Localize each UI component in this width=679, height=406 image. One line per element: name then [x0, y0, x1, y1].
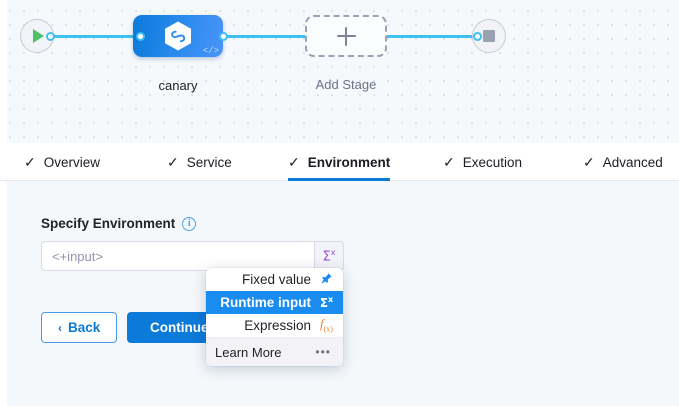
tab-advanced[interactable]: ✓ Advanced	[583, 143, 663, 181]
port-start-output[interactable]	[46, 32, 55, 41]
sigma-icon: Σx	[319, 295, 334, 310]
ellipsis-icon[interactable]: •••	[315, 345, 331, 359]
check-icon: ✓	[583, 154, 595, 170]
specify-environment-input[interactable]	[41, 241, 314, 271]
menu-item-expression[interactable]: Expression f(x)	[206, 314, 343, 337]
stage-node-label: canary	[158, 78, 198, 93]
connector-start-to-canary	[48, 35, 140, 38]
form-actions: ‹ Back Continue	[41, 312, 232, 343]
menu-item-label: Fixed value	[241, 272, 311, 287]
fx-icon: f(x)	[320, 316, 333, 334]
tab-label: Execution	[462, 154, 523, 170]
canvas-left-gutter	[0, 0, 7, 143]
tab-label: Service	[186, 154, 232, 170]
tab-service[interactable]: ✓ Service	[167, 143, 232, 181]
stage-node-canary[interactable]: </>	[133, 15, 223, 57]
check-icon: ✓	[24, 154, 36, 170]
stop-icon	[483, 30, 495, 42]
learn-more-row[interactable]: Learn More •••	[206, 337, 343, 366]
learn-more-label: Learn More	[215, 344, 282, 360]
connector-canary-to-addstage	[222, 35, 314, 38]
tab-execution[interactable]: ✓ Execution	[443, 143, 522, 181]
menu-item-label: Runtime input	[220, 295, 311, 310]
tab-label: Advanced	[602, 154, 663, 170]
add-stage-label: Add Stage	[315, 77, 377, 92]
stage-code-badge: </>	[202, 46, 219, 56]
port-canary-output[interactable]	[219, 32, 228, 41]
play-icon	[33, 29, 44, 43]
back-button-label: Back	[68, 320, 101, 335]
tab-label: Overview	[43, 154, 100, 170]
info-icon[interactable]: i	[182, 216, 197, 231]
input-type-dropdown-menu: Fixed value Runtime input Σx Expression …	[206, 268, 343, 366]
chevron-left-icon: ‹	[58, 320, 62, 335]
pin-icon	[319, 272, 334, 287]
pipeline-canvas[interactable]: </> canary Add Stage	[0, 0, 679, 143]
tab-environment[interactable]: ✓ Environment	[288, 143, 391, 181]
connector-addstage-to-end	[385, 35, 477, 38]
port-end-input[interactable]	[473, 32, 482, 41]
port-canary-input[interactable]	[136, 32, 145, 41]
back-button[interactable]: ‹ Back	[41, 312, 118, 343]
continue-button-label: Continue	[150, 320, 209, 335]
runtime-input-toggle-button[interactable]: Σx	[314, 241, 344, 271]
add-stage-button[interactable]	[305, 15, 387, 57]
menu-item-fixed-value[interactable]: Fixed value	[206, 268, 343, 291]
field-label: Specify Environment	[41, 216, 176, 231]
menu-item-runtime-input[interactable]: Runtime input Σx	[206, 291, 343, 314]
menu-item-label: Expression	[244, 318, 311, 333]
harness-hexagon-icon	[165, 21, 191, 51]
panel-left-gutter	[0, 181, 7, 406]
sigma-icon: Σx	[322, 247, 336, 265]
stage-config-tabbar: ✓ Overview ✓ Service ✓ Environment ✓ Exe…	[0, 143, 679, 181]
check-icon: ✓	[443, 154, 455, 170]
tab-label: Environment	[307, 154, 391, 170]
check-icon: ✓	[288, 154, 300, 170]
specify-environment-label-row: Specify Environment i	[41, 216, 197, 231]
tab-overview[interactable]: ✓ Overview	[24, 143, 100, 181]
check-icon: ✓	[167, 154, 179, 170]
specify-environment-input-row: Σx	[41, 241, 344, 271]
plus-icon	[336, 26, 356, 46]
